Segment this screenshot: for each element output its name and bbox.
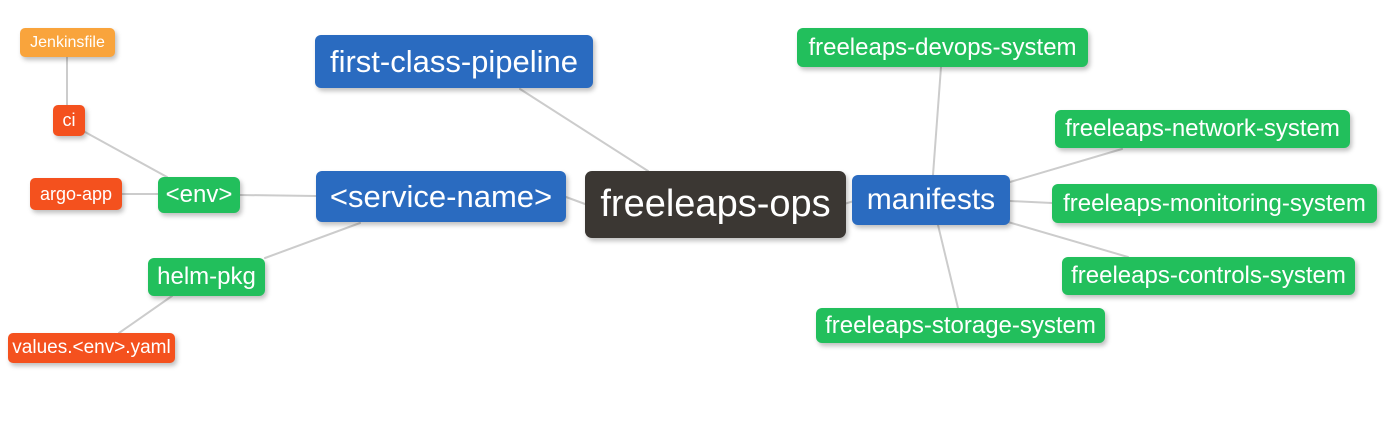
node-freeleaps-controls-system[interactable]: freeleaps-controls-system	[1062, 257, 1355, 295]
node-first-class-pipeline[interactable]: first-class-pipeline	[315, 35, 593, 88]
node-ci[interactable]: ci	[53, 105, 85, 136]
edge-manifests-controls	[1007, 221, 1129, 258]
node-freeleaps-storage-system[interactable]: freeleaps-storage-system	[816, 308, 1105, 343]
edge-env-service-name	[239, 194, 317, 197]
edge-manifests-monitoring	[1009, 200, 1053, 204]
edge-manifests-network	[1009, 148, 1123, 183]
node-freeleaps-devops-system[interactable]: freeleaps-devops-system	[797, 28, 1088, 67]
edge-manifests-storage	[937, 224, 959, 309]
edge-helm-pkg-values	[118, 295, 173, 334]
node-argo-app[interactable]: argo-app	[30, 178, 122, 210]
node-freeleaps-network-system[interactable]: freeleaps-network-system	[1055, 110, 1350, 148]
edge-service-name-helm-pkg	[264, 222, 361, 259]
node-manifests[interactable]: manifests	[852, 175, 1010, 225]
node-service-name[interactable]: <service-name>	[316, 171, 566, 222]
node-helm-pkg[interactable]: helm-pkg	[148, 258, 265, 296]
edge-service-name-ops	[565, 196, 586, 205]
node-freeleaps-monitoring-system[interactable]: freeleaps-monitoring-system	[1052, 184, 1377, 223]
node-env[interactable]: <env>	[158, 177, 240, 213]
edge-pipeline-ops	[519, 88, 649, 172]
node-values-env-yaml[interactable]: values.<env>.yaml	[8, 333, 175, 363]
edge-ci-env	[84, 131, 168, 178]
edge-manifests-devops	[932, 66, 942, 176]
node-jenkinsfile[interactable]: Jenkinsfile	[20, 28, 115, 57]
node-freeleaps-ops-root[interactable]: freeleaps-ops	[585, 171, 846, 238]
